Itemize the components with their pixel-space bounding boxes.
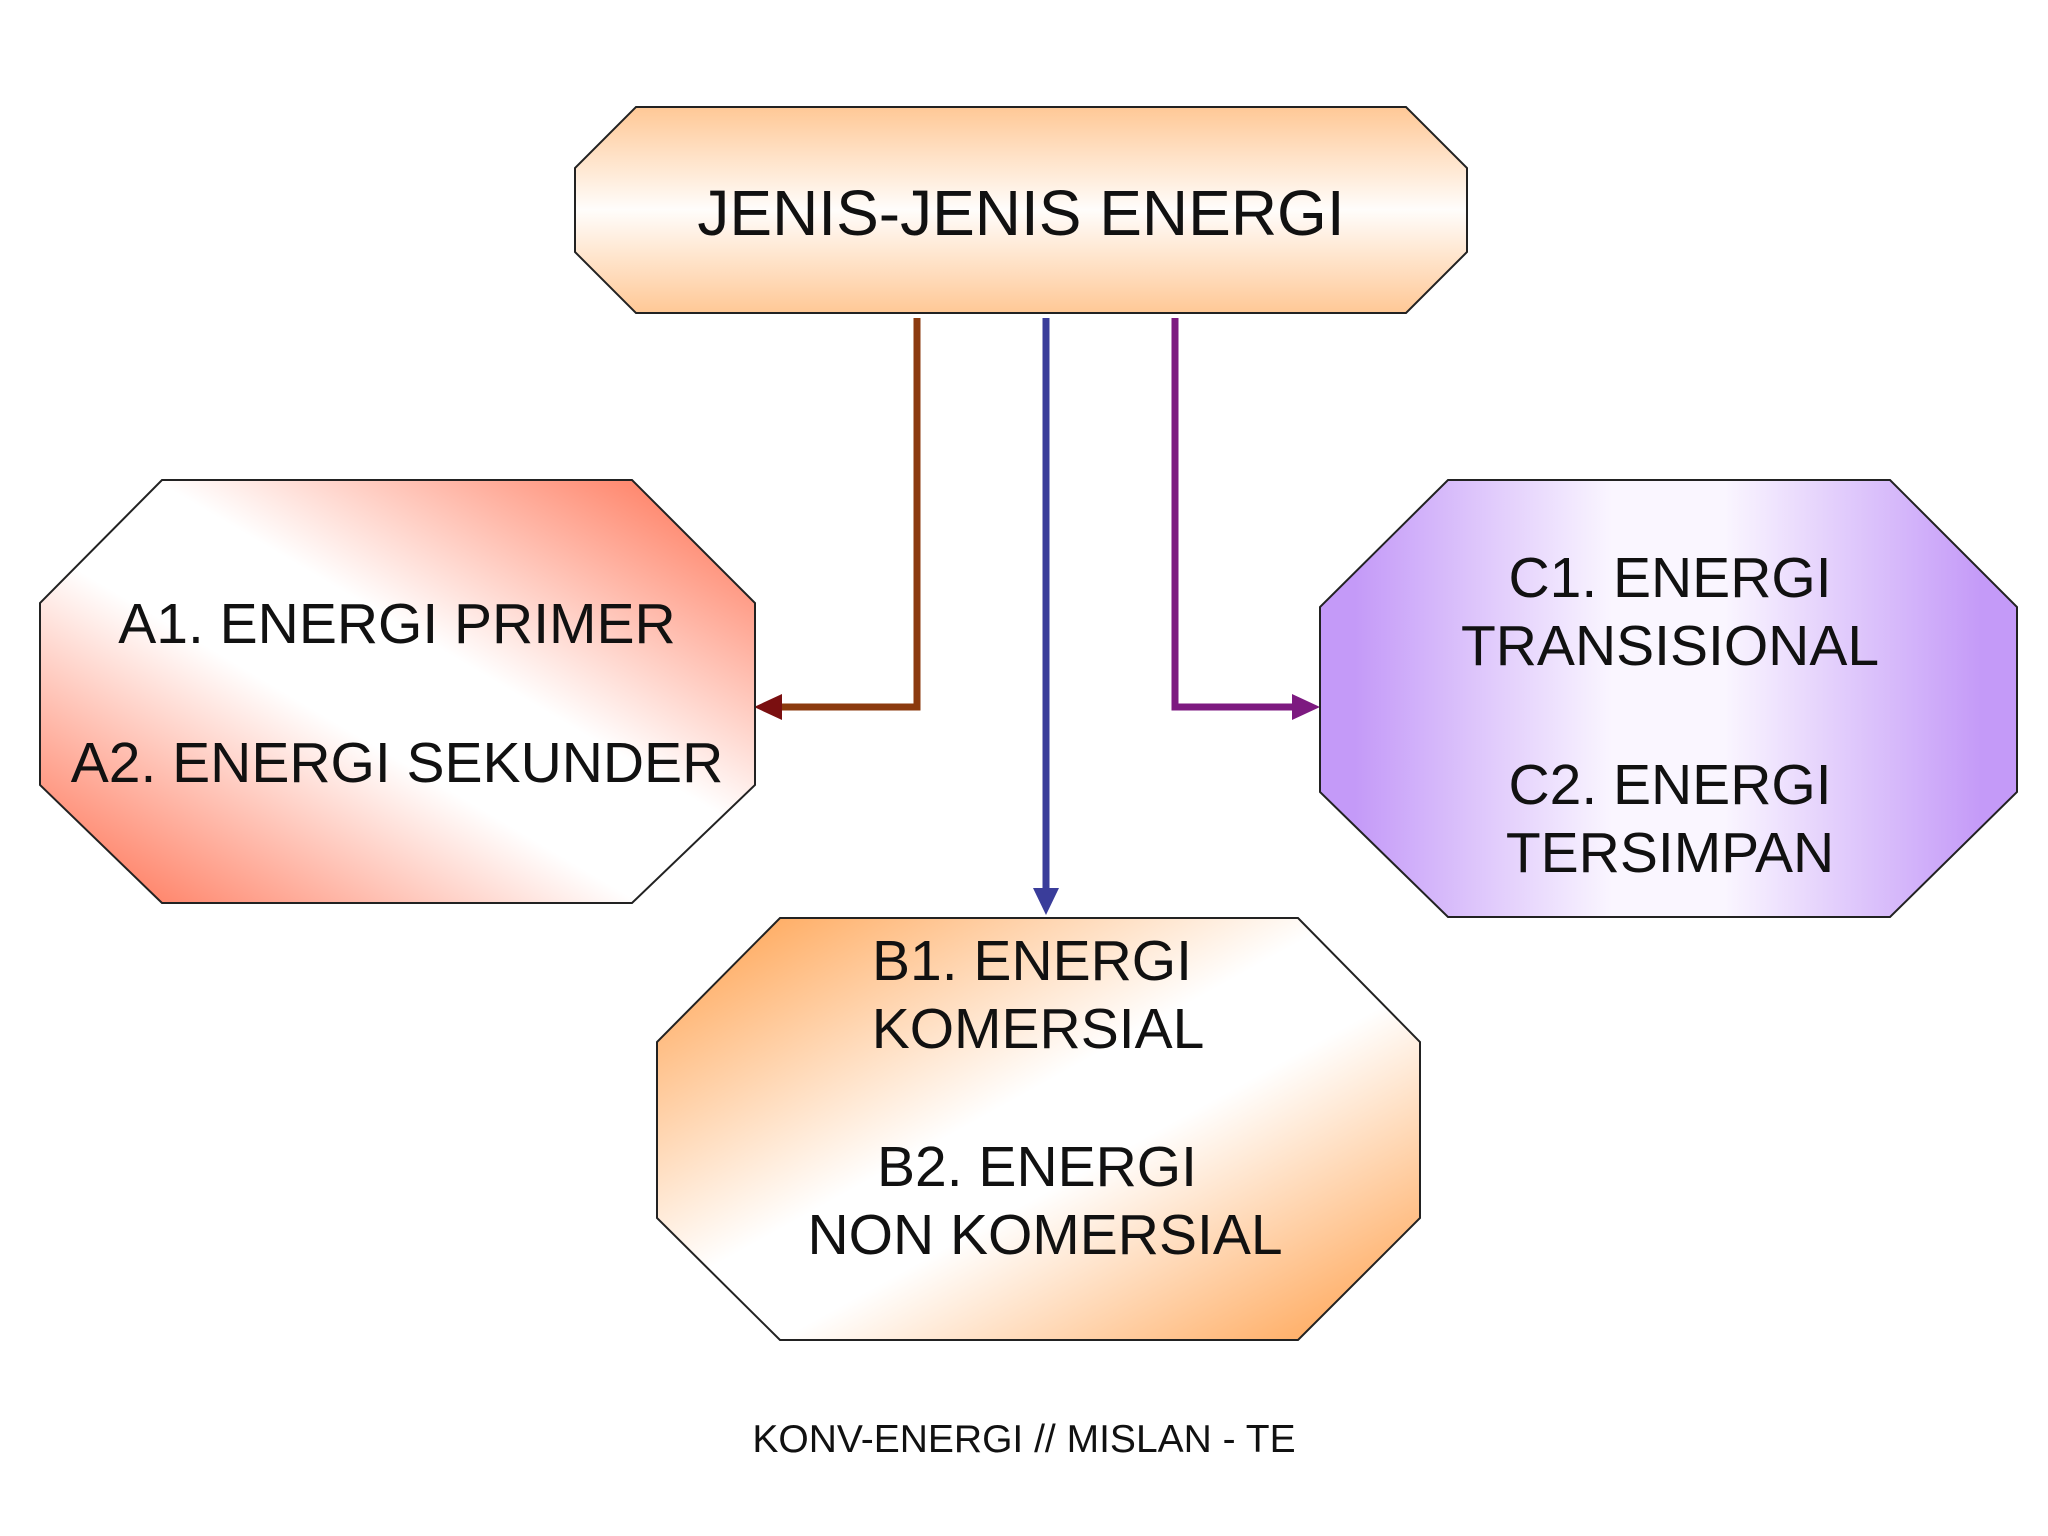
right-node-line-2: TRANSISIONAL <box>1461 614 1879 678</box>
center-node: B1. ENERGI KOMERSIAL B2. ENERGI NON KOME… <box>656 917 1421 1341</box>
connector-left <box>754 318 921 720</box>
right-node-line-4: TERSIMPAN <box>1506 821 1834 885</box>
left-node: A1. ENERGI PRIMER A2. ENERGI SEKUNDER <box>39 479 756 904</box>
right-node-line-3: C2. ENERGI <box>1508 753 1831 817</box>
center-node-line-3: B2. ENERGI <box>877 1135 1197 1199</box>
left-node-line-1: A1. ENERGI PRIMER <box>118 592 675 656</box>
connector-right <box>1171 318 1320 720</box>
right-node-line-1: C1. ENERGI <box>1508 546 1831 610</box>
center-node-line-2: KOMERSIAL <box>872 997 1205 1061</box>
left-node-line-2: A2. ENERGI SEKUNDER <box>71 731 724 795</box>
root-node: JENIS-JENIS ENERGI <box>574 106 1468 314</box>
footer-text: KONV-ENERGI // MISLAN - TE <box>752 1418 1296 1461</box>
center-node-line-4: NON KOMERSIAL <box>807 1203 1282 1267</box>
root-label: JENIS-JENIS ENERGI <box>697 177 1344 249</box>
center-node-line-1: B1. ENERGI <box>872 929 1192 993</box>
connector-center <box>1033 318 1059 915</box>
right-node: C1. ENERGI TRANSISIONAL C2. ENERGI TERSI… <box>1319 479 2018 918</box>
